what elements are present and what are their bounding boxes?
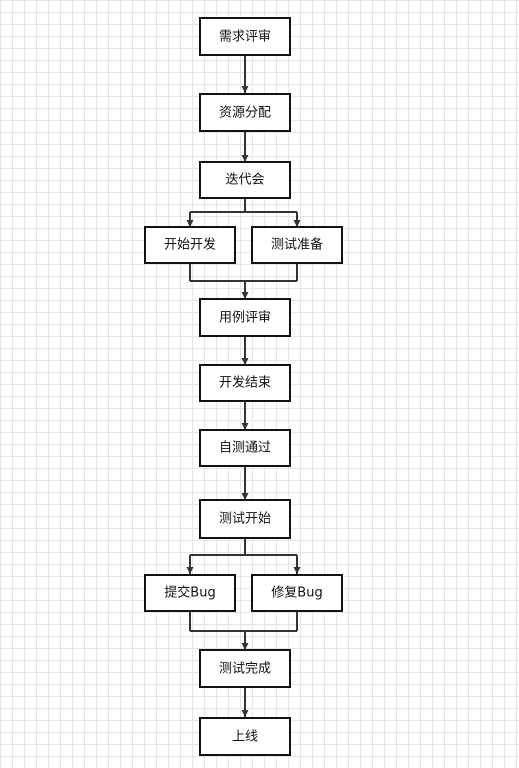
node-launch <box>199 717 291 756</box>
label-iteration: 迭代会 <box>225 173 264 188</box>
node-test-prep <box>251 226 343 264</box>
node-submit-bug <box>144 574 236 612</box>
label-fix-bug: 修复Bug <box>271 586 322 601</box>
label-dev-end: 开发结束 <box>219 375 271 391</box>
label-submit-bug: 提交Bug <box>164 585 215 601</box>
node-req-review <box>199 17 291 56</box>
label-test-done: 测试完成 <box>219 662 271 677</box>
node-case-review <box>199 298 291 337</box>
label-self-test: 自测通过 <box>219 441 271 456</box>
label-test-prep: 测试准备 <box>271 237 323 253</box>
node-fix-bug <box>251 574 343 612</box>
node-dev-start <box>144 226 236 264</box>
label-case-review: 用例评审 <box>219 311 271 326</box>
label-dev-start: 开始开发 <box>164 237 216 253</box>
label-test-start: 测试开始 <box>219 512 271 527</box>
node-resource <box>199 93 291 132</box>
node-test-done <box>199 649 291 688</box>
label-launch: 上线 <box>232 730 258 745</box>
label-req-review: 需求评审 <box>219 30 271 45</box>
node-dev-end <box>199 364 291 402</box>
label-resource: 资源分配 <box>219 106 271 121</box>
node-self-test <box>199 429 291 467</box>
node-iteration <box>199 161 291 199</box>
node-test-start <box>199 499 291 539</box>
